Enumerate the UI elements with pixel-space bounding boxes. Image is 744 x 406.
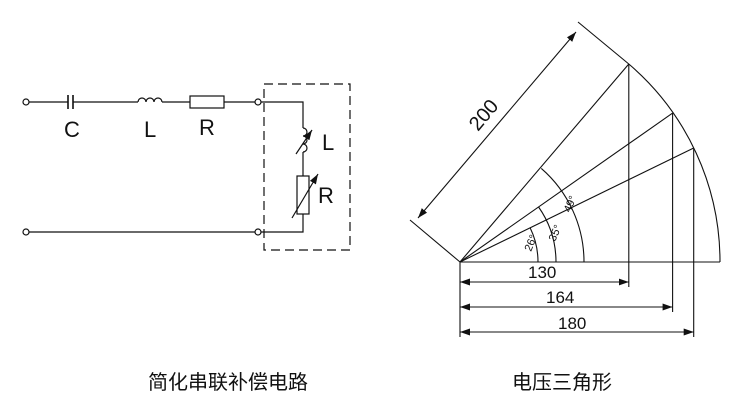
circuit-diagram (22, 83, 351, 251)
inductor-l (137, 97, 163, 103)
dim-label-180: 180 (558, 314, 586, 333)
angle-label-26: 26° (523, 233, 540, 253)
resistor-r (189, 95, 225, 109)
radial-180 (459, 147, 694, 263)
terminal-top-left (22, 98, 30, 106)
hypotenuse-label: 200 (465, 96, 503, 136)
terminal-bottom-right (254, 228, 262, 236)
wire (261, 101, 304, 128)
label-l: L (144, 117, 156, 142)
variable-arrow (291, 173, 319, 219)
radial-164 (459, 112, 673, 263)
label-box-r: R (318, 183, 334, 208)
wire (261, 214, 304, 233)
voltage-triangle (409, 21, 721, 337)
angle-arc-35 (538, 206, 557, 263)
hyp-ext-1 (409, 219, 461, 263)
circuit-caption: 简化串联补偿电路 (148, 370, 308, 394)
variable-arrow (295, 129, 313, 155)
dashed-enclosure (263, 83, 351, 251)
terminal-bottom-left (22, 228, 30, 236)
label-c: C (64, 117, 80, 142)
angle-label-49: 49° (562, 194, 580, 214)
label-box-l: L (322, 130, 334, 155)
triangle-caption: 电压三角形 (512, 370, 612, 394)
variable-resistor (296, 175, 310, 215)
terminal-top-right (254, 98, 262, 106)
dim-label-164: 164 (546, 288, 574, 307)
hyp-ext-2 (577, 21, 630, 65)
capacitor-c (67, 95, 74, 109)
hyp-dim-line (417, 31, 577, 219)
dim-label-130: 130 (528, 263, 556, 282)
angle-arc-49 (540, 167, 585, 263)
outer-arc (628, 63, 721, 263)
radial-130 (459, 63, 630, 263)
label-r: R (199, 115, 215, 140)
angle-arc-26 (529, 227, 539, 263)
